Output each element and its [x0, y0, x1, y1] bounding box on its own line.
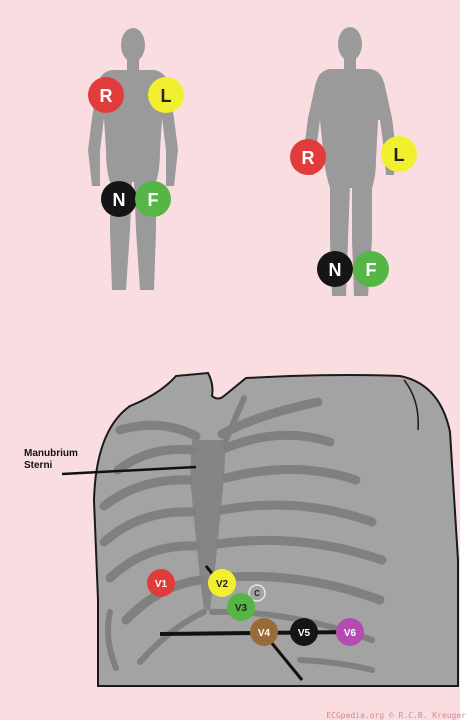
- electrode-label: R: [302, 148, 315, 168]
- credit-text: ECGpedia.org © R.C.B. Kreuger: [326, 711, 466, 720]
- electrode-v1: V1: [147, 569, 175, 597]
- electrode-label: V3: [235, 603, 248, 614]
- electrode-label: V4: [258, 628, 271, 639]
- electrode-side-n: N: [317, 251, 353, 287]
- electrode-v3: V3: [227, 593, 255, 621]
- electrode-label: F: [148, 190, 159, 210]
- front-neck: [127, 58, 139, 70]
- electrode-v6: V6: [336, 618, 364, 646]
- electrode-label: V1: [155, 579, 168, 590]
- electrode-label: R: [100, 86, 113, 106]
- electrode-label: N: [329, 260, 342, 280]
- electrode-front-r: R: [88, 77, 124, 113]
- electrode-v5: V5: [290, 618, 318, 646]
- manubrium-label-line2: Sterni: [24, 460, 53, 471]
- electrode-front-f: F: [135, 181, 171, 217]
- electrode-front-l: L: [148, 77, 184, 113]
- manubrium-label-line1: Manubrium: [24, 448, 78, 459]
- electrode-label: L: [161, 86, 172, 106]
- electrode-label: V6: [344, 628, 357, 639]
- front-body-figure: [88, 28, 178, 290]
- electrode-front-n: N: [101, 181, 137, 217]
- electrode-label: L: [394, 145, 405, 165]
- electrode-v2: V2: [208, 569, 236, 597]
- electrode-label: N: [113, 190, 126, 210]
- side-head: [338, 27, 362, 61]
- electrode-label: F: [366, 260, 377, 280]
- electrode-side-r: R: [290, 139, 326, 175]
- electrode-label: V2: [216, 579, 229, 590]
- electrode-v4: V4: [250, 618, 278, 646]
- side-neck: [344, 57, 356, 69]
- side-torso: [316, 69, 384, 188]
- sternum-marker-label: C: [254, 589, 260, 598]
- front-head: [121, 28, 145, 62]
- electrode-label: V5: [298, 628, 311, 639]
- electrode-side-f: F: [353, 251, 389, 287]
- electrode-side-l: L: [381, 136, 417, 172]
